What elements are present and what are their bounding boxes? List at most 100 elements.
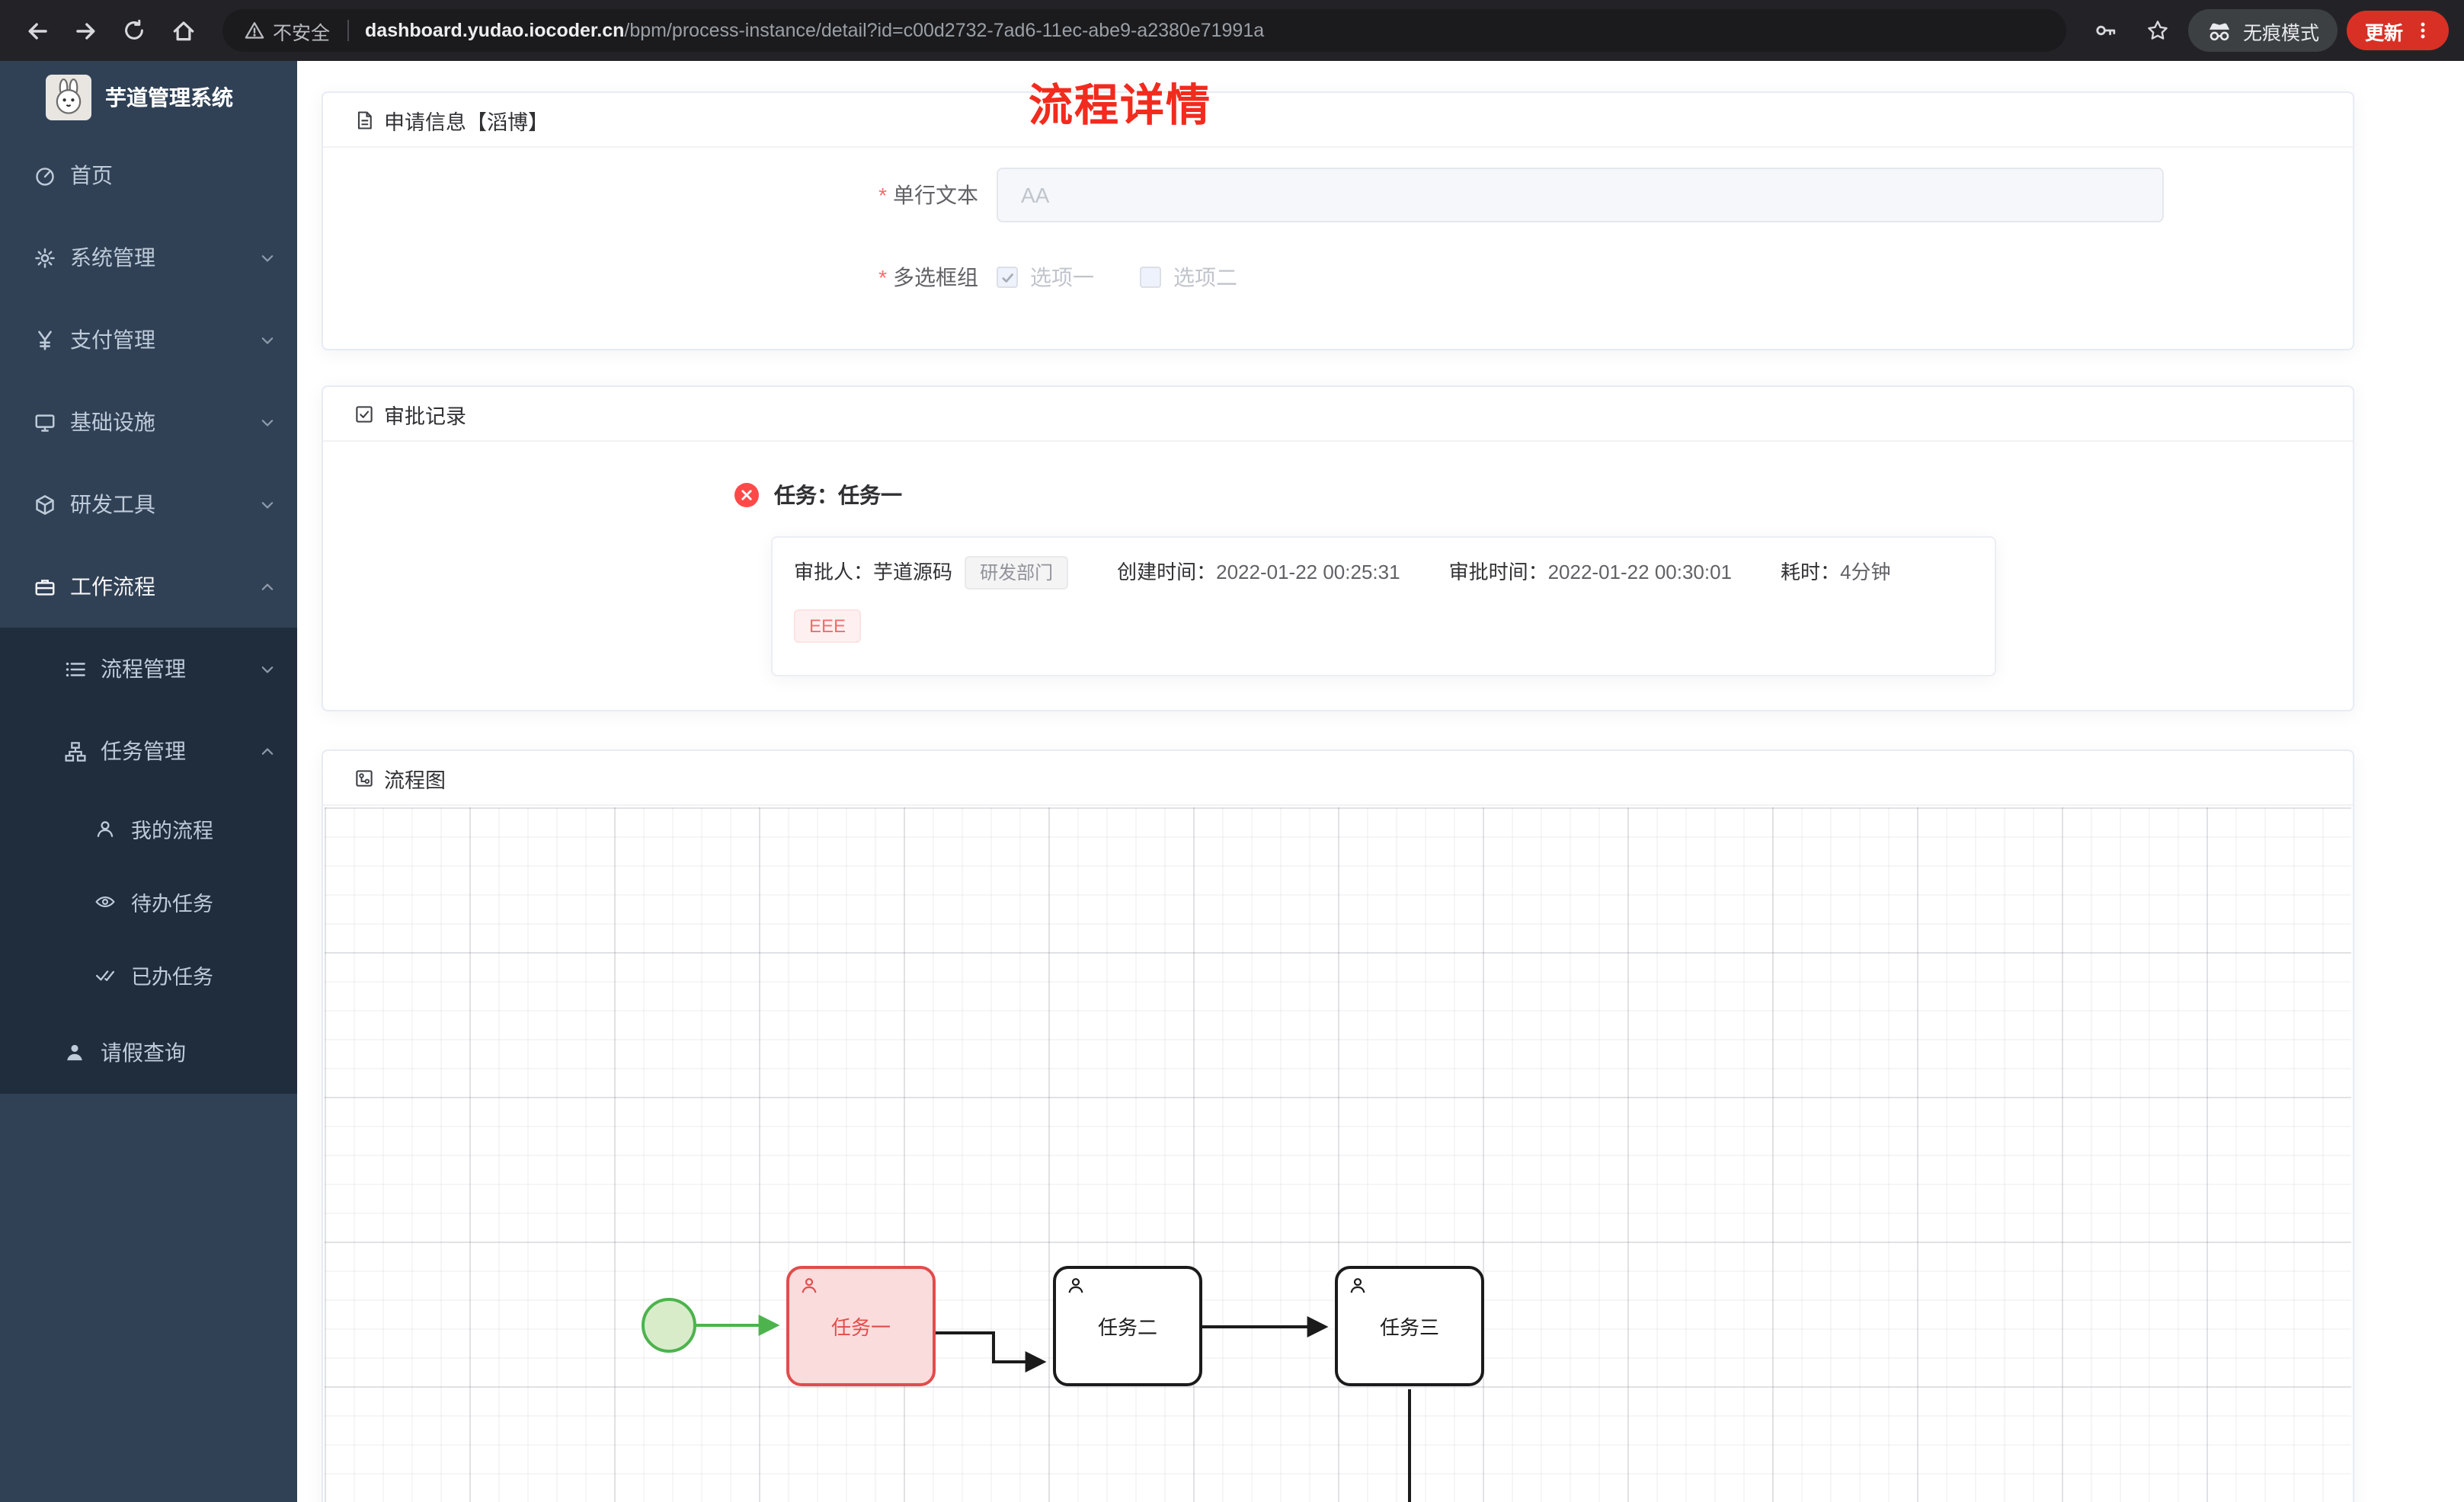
checkbox-label: 选项一: [1030, 265, 1094, 289]
sidebar-item-system[interactable]: 系统管理: [0, 216, 297, 299]
back-button[interactable]: [15, 9, 58, 52]
form-row-text: *单行文本: [323, 168, 2353, 222]
back-arrow-icon: [27, 22, 46, 39]
chevron-up-icon: [259, 743, 276, 759]
approve-time-group: 审批时间： 2022-01-22 00:30:01: [1449, 561, 1732, 585]
task-label: 任务一: [830, 1316, 891, 1339]
sidebar-item-todo-tasks[interactable]: 待办任务: [0, 865, 297, 938]
address-bar[interactable]: 不安全 dashboard.yudao.iocoder.cn/bpm/proce…: [222, 9, 2066, 52]
url-text: dashboard.yudao.iocoder.cn/bpm/process-i…: [365, 20, 1264, 41]
forward-button[interactable]: [64, 9, 107, 52]
menu-label: 任务管理: [101, 739, 186, 763]
document-icon: [354, 109, 375, 130]
process-diagram-card: 流程图 任务一: [322, 749, 2354, 1502]
required-marker: *: [878, 183, 887, 207]
start-event-node[interactable]: [642, 1298, 696, 1353]
sidebar-item-infrastructure[interactable]: 基础设施: [0, 381, 297, 463]
create-time-label: 创建时间：: [1117, 561, 1217, 583]
eye-icon: [94, 891, 131, 912]
menu-label: 已办任务: [131, 966, 213, 989]
home-button[interactable]: [162, 9, 204, 52]
approval-detail-line: 审批人： 芋道源码 研发部门 创建时间： 2022-01-22 00:25:31…: [794, 556, 1973, 590]
update-button[interactable]: 更新: [2346, 11, 2449, 50]
monitor-icon: [34, 411, 70, 433]
refresh-button[interactable]: [113, 9, 155, 52]
incognito-icon: [2209, 22, 2230, 40]
checkbox-checked-icon: [997, 267, 1018, 288]
timeline-item: 任务：任务一: [734, 480, 2353, 510]
sidebar-item-process-management[interactable]: 流程管理: [0, 628, 297, 710]
approval-detail-card: 审批人： 芋道源码 研发部门 创建时间： 2022-01-22 00:25:31…: [771, 536, 1996, 676]
chevron-down-icon: [259, 496, 276, 513]
create-time-value: 2022-01-22 00:25:31: [1216, 561, 1400, 583]
approve-time-value: 2022-01-22 00:30:01: [1547, 561, 1733, 583]
browser-chrome: 不安全 dashboard.yudao.iocoder.cn/bpm/proce…: [0, 0, 2464, 61]
required-marker: *: [878, 265, 887, 289]
sidebar-item-devtools[interactable]: 研发工具: [0, 463, 297, 545]
task-node-1[interactable]: 任务一: [786, 1266, 936, 1386]
card-title: 流程图: [384, 769, 446, 791]
apply-info-header: 申请信息【滔博】: [323, 93, 2353, 148]
task-node-2[interactable]: 任务二: [1053, 1266, 1202, 1386]
sidebar-item-payment[interactable]: 支付管理: [0, 299, 297, 381]
chevron-up-icon: [259, 578, 276, 595]
menu-label: 系统管理: [70, 245, 155, 270]
field-label-checkbox: *多选框组: [323, 262, 978, 292]
main-content: 流程详情 申请信息【滔博】 *单行文本 *多选框组 选项一: [297, 61, 2464, 1502]
sidebar-item-done-tasks[interactable]: 已办任务: [0, 938, 297, 1011]
incognito-badge: 无痕模式: [2187, 9, 2338, 52]
task-label: 任务二: [1097, 1316, 1157, 1339]
refresh-icon: [125, 19, 143, 40]
approval-record-card: 审批记录 任务：任务一 审批人： 芋道源码 研发部门 创建时间： 2022-01…: [322, 385, 2354, 711]
password-key-button[interactable]: [2085, 9, 2127, 52]
gear-icon: [34, 246, 70, 269]
card-title: 审批记录: [384, 404, 466, 427]
person-icon: [64, 1042, 101, 1063]
task-node-3[interactable]: 任务三: [1335, 1266, 1484, 1386]
card-title: 申请信息【滔博】: [384, 110, 549, 133]
update-label: 更新: [2364, 22, 2403, 43]
user-task-icon: [1349, 1277, 1367, 1295]
not-secure-warning-icon: [245, 22, 264, 39]
menu-dots-icon: [2421, 22, 2425, 39]
dashboard-icon: [34, 164, 70, 187]
checkbox-option-2: 选项二: [1140, 262, 1237, 292]
logo-rabbit-icon: [46, 75, 91, 120]
security-chip[interactable]: 不安全: [244, 16, 330, 45]
omnibox-divider: [347, 20, 349, 41]
url-path: /bpm/process-instance/detail?id=c00d2732…: [624, 20, 1265, 41]
chevron-down-icon: [259, 249, 276, 266]
page-title: 流程详情: [1028, 82, 1212, 131]
bpmn-canvas[interactable]: 任务一 任务二 任务三: [325, 807, 2351, 1502]
user-task-icon: [800, 1277, 818, 1295]
approval-record-header: 审批记录: [323, 387, 2353, 442]
app-title: 芋道管理系统: [105, 85, 233, 110]
checkbox-label: 选项二: [1173, 265, 1237, 289]
main-menu: 首页 系统管理 支付管理 基础设施 研发工具: [0, 134, 297, 1094]
field-label: 单行文本: [893, 183, 978, 207]
apply-info-card: 申请信息【滔博】 *单行文本 *多选框组 选项一 选项二: [322, 91, 2354, 350]
list-icon: [64, 657, 101, 680]
diagram-icon: [354, 767, 375, 788]
chevron-down-icon: [259, 660, 276, 677]
user-task-icon: [1067, 1277, 1085, 1295]
org-chart-icon: [64, 740, 101, 762]
cube-icon: [34, 493, 70, 516]
sidebar-item-leave-query[interactable]: 请假查询: [0, 1011, 297, 1094]
sidebar-item-workflow[interactable]: 工作流程: [0, 545, 297, 628]
approval-reason-row: EEE: [794, 590, 1973, 643]
incognito-label: 无痕模式: [2242, 22, 2319, 43]
task-title: 任务：任务一: [774, 483, 902, 507]
yen-icon: [34, 328, 70, 351]
sidebar-item-task-management[interactable]: 任务管理: [0, 710, 297, 792]
chevron-down-icon: [259, 414, 276, 430]
approver-name: 芋道源码: [873, 561, 953, 583]
sidebar-item-my-processes[interactable]: 我的流程: [0, 792, 297, 865]
sidebar-item-home[interactable]: 首页: [0, 134, 297, 216]
briefcase-icon: [34, 575, 70, 598]
bookmark-button[interactable]: [2136, 9, 2179, 52]
checkbox-group: 选项一 选项二: [997, 262, 1237, 292]
flow-task1-to-task2: [936, 1331, 1047, 1373]
create-time-group: 创建时间： 2022-01-22 00:25:31: [1117, 561, 1400, 585]
